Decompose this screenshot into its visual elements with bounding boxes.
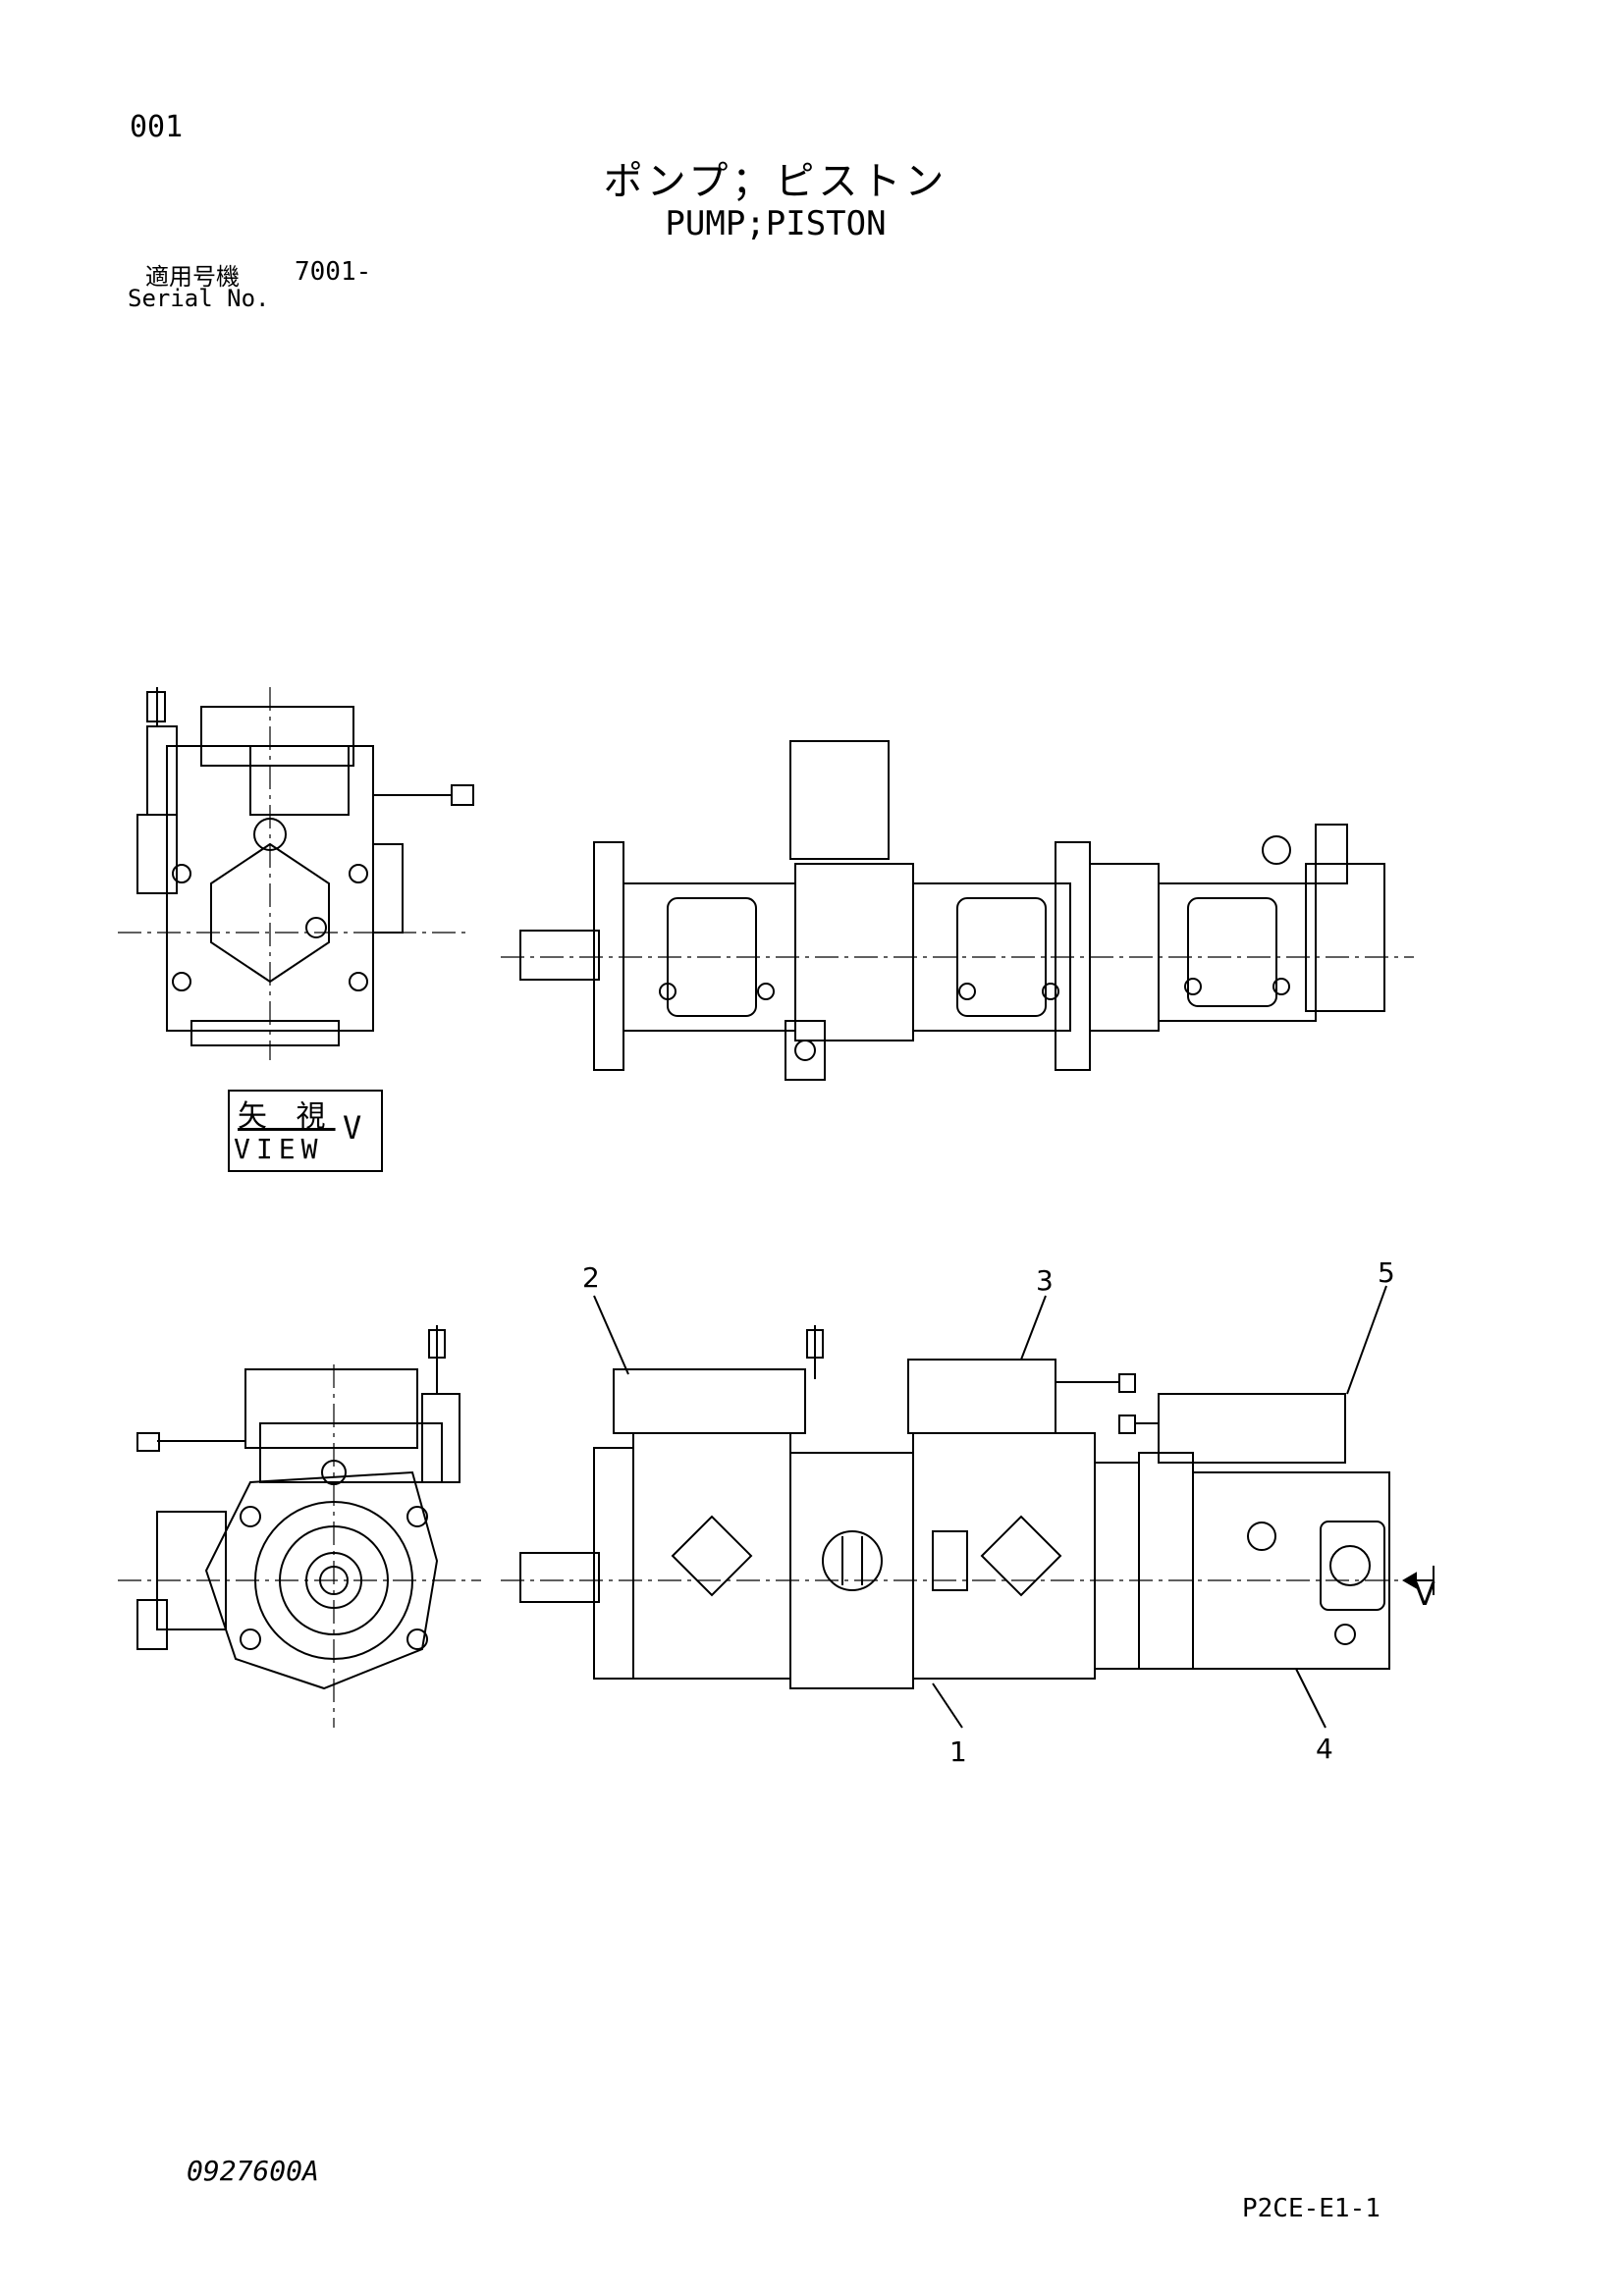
callout-2: 2 [582, 1261, 600, 1294]
callout-4: 4 [1316, 1733, 1333, 1765]
callout-3: 3 [1036, 1264, 1054, 1297]
side-view-top [136, 687, 474, 1046]
side-view-pump [519, 1325, 1390, 1689]
serial-label-japanese: 適用号機 [145, 263, 240, 291]
top-view-pump [519, 740, 1385, 1081]
callout-1: 1 [949, 1735, 967, 1768]
callout-5: 5 [1378, 1256, 1395, 1289]
view-letter: V [343, 1109, 362, 1147]
front-view-pump [136, 1325, 460, 1690]
title-english: PUMP;PISTON [665, 204, 887, 243]
page-number: 001 [130, 110, 184, 144]
serial-label-english: Serial No. [128, 285, 270, 312]
serial-value: 7001- [295, 257, 372, 287]
title-japanese: ポンプ；ピストン [603, 159, 948, 204]
drawing-number: 0927600A [187, 2155, 319, 2187]
view-arrow-label: V [1414, 1575, 1435, 1613]
view-label-english: VIEW [234, 1133, 324, 1165]
view-box: 矢 視 VIEW V [228, 1090, 383, 1172]
view-label-japanese: 矢 視 [238, 1099, 336, 1134]
sheet-id: P2CE-E1-1 [1242, 2194, 1380, 2223]
